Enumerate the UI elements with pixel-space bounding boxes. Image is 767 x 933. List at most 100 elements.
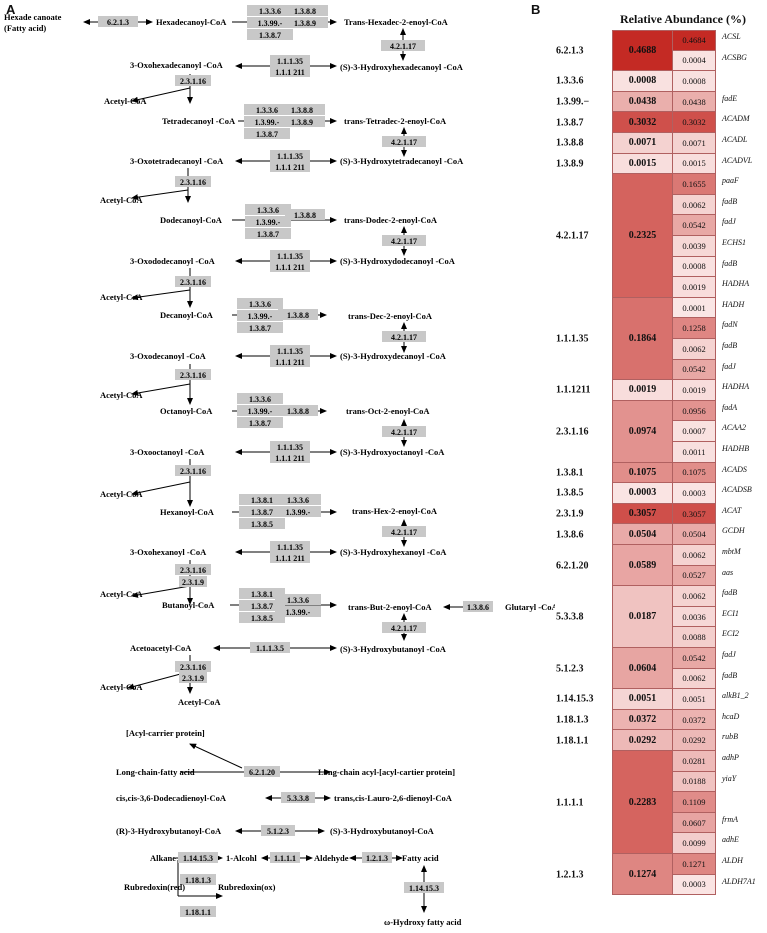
svg-text:1.1.1.35: 1.1.1.35 (277, 543, 303, 552)
heatmap-gene-label: ALDH7A1 (722, 876, 756, 886)
heatmap-gene-cell: 0.0062 (673, 586, 716, 607)
svg-text:6.2.1.20: 6.2.1.20 (249, 768, 275, 777)
heatmap-ec-label: 4.2.1.17 (556, 230, 589, 242)
heatmap-total-cell: 0.0015 (612, 153, 673, 175)
heatmap-gene-label: HADHA (722, 382, 750, 392)
node-trans-hexadec: Trans-Hexadec-2-enoyl-CoA (344, 17, 449, 27)
heatmap-gene-cell: 0.0088 (673, 627, 716, 648)
ec-ec42117: 4.2.1.17 (382, 235, 426, 246)
heatmap-gene-cell: 0.0004 (673, 50, 716, 72)
svg-text:2.3.1.16: 2.3.1.16 (180, 77, 206, 86)
svg-text:1.18.1.3: 1.18.1.3 (185, 876, 211, 885)
svg-text:2.3.1.16: 2.3.1.16 (180, 278, 206, 287)
ec-ec1388: 1.3.8.8 (282, 5, 328, 16)
ec-ec1399: 1.3.99.- (247, 17, 293, 28)
ec-ec1381: 1.3.8.1 (239, 494, 285, 505)
heatmap-gene-cell: 0.0007 (673, 421, 716, 442)
heatmap-gene-cell: 0.4684 (673, 30, 716, 51)
ec-ec1385: 1.3.8.5 (239, 612, 285, 623)
heatmap-total-cell: 0.0008 (612, 71, 673, 92)
svg-text:1.3.8.8: 1.3.8.8 (287, 407, 309, 416)
node-acetoacetyl: Acetoacetyl-CoA (130, 643, 192, 653)
svg-text:1.3.8.7: 1.3.8.7 (249, 419, 271, 428)
svg-text:1.3.3.6: 1.3.3.6 (287, 496, 309, 505)
node-oxododecanoyl: 3-Oxododecanoyl -CoA (130, 256, 216, 266)
svg-text:4.2.1.17: 4.2.1.17 (390, 42, 416, 51)
ec-ec1111: 1.1.1.1 (270, 852, 300, 863)
heatmap-gene-label: fadJ (722, 650, 736, 659)
ec-ec1336: 1.3.3.6 (275, 494, 321, 505)
ec-ec1387: 1.3.8.7 (247, 29, 293, 40)
svg-text:2.3.1.9: 2.3.1.9 (182, 578, 204, 587)
heatmap-gene-label: fadB (722, 258, 738, 268)
ec-ec1387: 1.3.8.7 (237, 322, 283, 333)
ec-ec1386: 1.3.8.6 (463, 601, 493, 612)
heatmap-gene-label: paaF (722, 176, 739, 186)
ec-ec1336: 1.3.3.6 (237, 393, 283, 404)
node-glutaryl: Glutaryl -CoA (505, 602, 555, 612)
node-alcohol: 1-Alcohl (226, 853, 257, 863)
node-oxotetradecanoyl: 3-Oxotetradecanoyl -CoA (130, 156, 224, 166)
heatmap-total-cell: 0.0589 (612, 545, 673, 587)
heatmap-total-cell: 0.2283 (612, 751, 673, 854)
heatmap-ec-label: 1.3.8.6 (556, 529, 584, 541)
svg-text:1.3.8.7: 1.3.8.7 (251, 508, 273, 517)
heatmap-ec-label: 1.3.8.5 (556, 487, 584, 499)
ec-ec1387: 1.3.8.7 (245, 228, 291, 239)
ec-ec5123: 5.1.2.3 (261, 825, 295, 836)
heatmap-gene-label: fadE (722, 93, 738, 103)
heatmap-ec-label: 2.3.1.16 (556, 426, 589, 438)
node-r-hydroxybutanoyl: (R)-3-Hydroxybutanoyl-CoA (116, 826, 222, 836)
node-hydroxyhexadecanoyl: (S)-3-Hydroxyhexadecanoyl -CoA (340, 62, 464, 72)
heatmap-gene-label: yiaY (722, 773, 737, 783)
heatmap-ec-label: 2.3.1.9 (556, 508, 584, 520)
node-acp: [Acyl-carrier protein] (126, 728, 205, 738)
svg-text:1.3.99.-: 1.3.99.- (258, 19, 283, 28)
heatmap-gene-label: frmA (722, 814, 738, 824)
svg-text:2.3.1.16: 2.3.1.16 (180, 663, 206, 672)
ec-ec62120: 6.2.1.20 (244, 766, 280, 777)
ec-ec11135: 1.1.1.35 (270, 345, 310, 356)
svg-text:1.3.3.6: 1.3.3.6 (259, 7, 281, 16)
ec-ec1336: 1.3.3.6 (247, 5, 293, 16)
heatmap-gene-cell: 0.0011 (673, 441, 716, 463)
svg-text:1.18.1.1: 1.18.1.1 (185, 908, 211, 917)
heatmap-gene-cell: 0.0062 (673, 545, 716, 566)
node-aldehyde: Aldehyde (314, 853, 349, 863)
svg-text:1.1.1 211: 1.1.1 211 (275, 454, 305, 463)
heatmap-ec-label: 1.1.1.1 (556, 797, 584, 808)
svg-text:2.3.1.16: 2.3.1.16 (180, 371, 206, 380)
node-acetyl: Acetyl-CoA (100, 292, 143, 302)
heatmap-gene-cell: 0.0062 (673, 338, 716, 360)
heatmap-gene-label: adhE (722, 835, 739, 845)
heatmap-gene-label: rubB (722, 732, 738, 742)
svg-text:1.3.8.8: 1.3.8.8 (294, 211, 316, 220)
heatmap-ec-label: 1.3.8.7 (556, 117, 584, 129)
svg-text:2.3.1.16: 2.3.1.16 (180, 566, 206, 575)
heatmap-ec-label: 1.18.1.1 (556, 735, 589, 747)
heatmap-gene-cell: 0.0542 (673, 359, 716, 381)
node-oxooctanoyl: 3-Oxooctanoyl -CoA (130, 447, 205, 457)
node-dodecadienoyl: cis,cis-3,6-Dodecadienoyl-CoA (116, 793, 227, 803)
ec-ec23116: 2.3.1.16 (175, 75, 211, 86)
svg-text:1.1.1.35: 1.1.1.35 (277, 57, 303, 66)
pathway-arrow (131, 585, 191, 598)
ec-ec18111: 1.18.1.1 (180, 906, 216, 917)
ec-ec1387: 1.3.8.7 (244, 128, 290, 139)
ec-ec11211: 1.1.1 211 (270, 452, 310, 463)
svg-text:1.1.1 211: 1.1.1 211 (275, 554, 305, 563)
ec-ec11211: 1.1.1 211 (270, 356, 310, 367)
heatmap-ec-label: 1.3.8.8 (556, 137, 584, 149)
svg-text:1.1.1.35: 1.1.1.35 (277, 347, 303, 356)
heatmap-gene-label: ACADSB (722, 485, 752, 495)
heatmap-ec-label: 1.1.1211 (556, 384, 591, 396)
svg-text:2.3.1.16: 2.3.1.16 (180, 178, 206, 187)
svg-text:1.3.8.5: 1.3.8.5 (251, 614, 273, 623)
heatmap-gene-cell: 0.0015 (673, 153, 716, 175)
pathway-arrow (131, 383, 191, 396)
heatmap-gene-label: HADHA (722, 279, 750, 289)
svg-text:1.1.1 211: 1.1.1 211 (275, 68, 305, 77)
ec-ec1388: 1.3.8.8 (279, 104, 325, 115)
